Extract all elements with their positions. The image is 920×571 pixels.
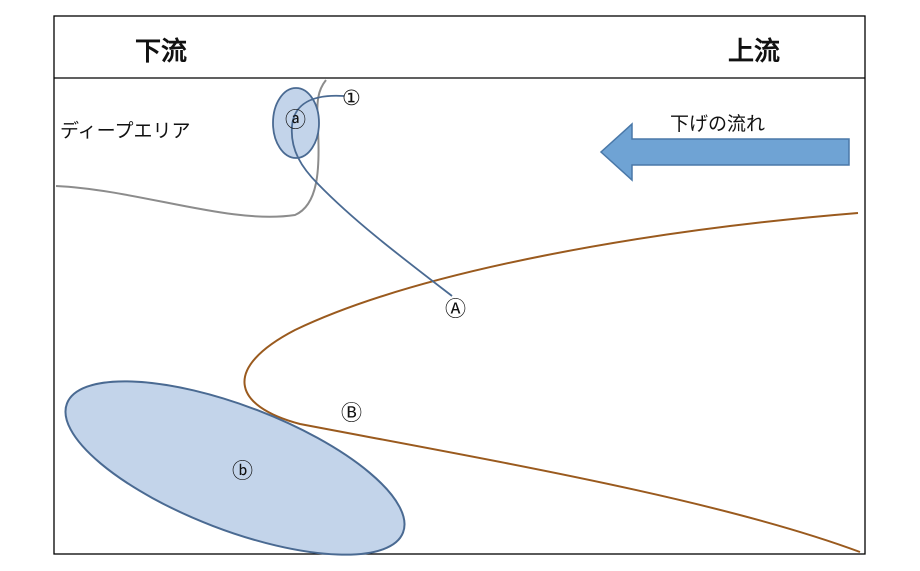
flow-label: 下げの流れ: [670, 113, 765, 135]
point-1-marker: ①: [342, 86, 361, 110]
current-curve-line: [243, 212, 861, 553]
point-b-small-marker: ⓑ: [232, 459, 253, 483]
spot-a-ellipse: [272, 87, 320, 159]
line-1-to-A: [290, 94, 453, 297]
upstream-label: 上流: [728, 37, 780, 67]
deep-area-label: ディープエリア: [60, 120, 191, 142]
point-B-marker: Ⓑ: [341, 401, 362, 425]
point-A-marker: Ⓐ: [445, 297, 466, 321]
spot-b-ellipse: [64, 380, 406, 556]
flow-direction-arrow: [599, 122, 850, 182]
downstream-label: 下流: [135, 37, 187, 67]
point-a-small-marker: ⓐ: [285, 108, 306, 132]
